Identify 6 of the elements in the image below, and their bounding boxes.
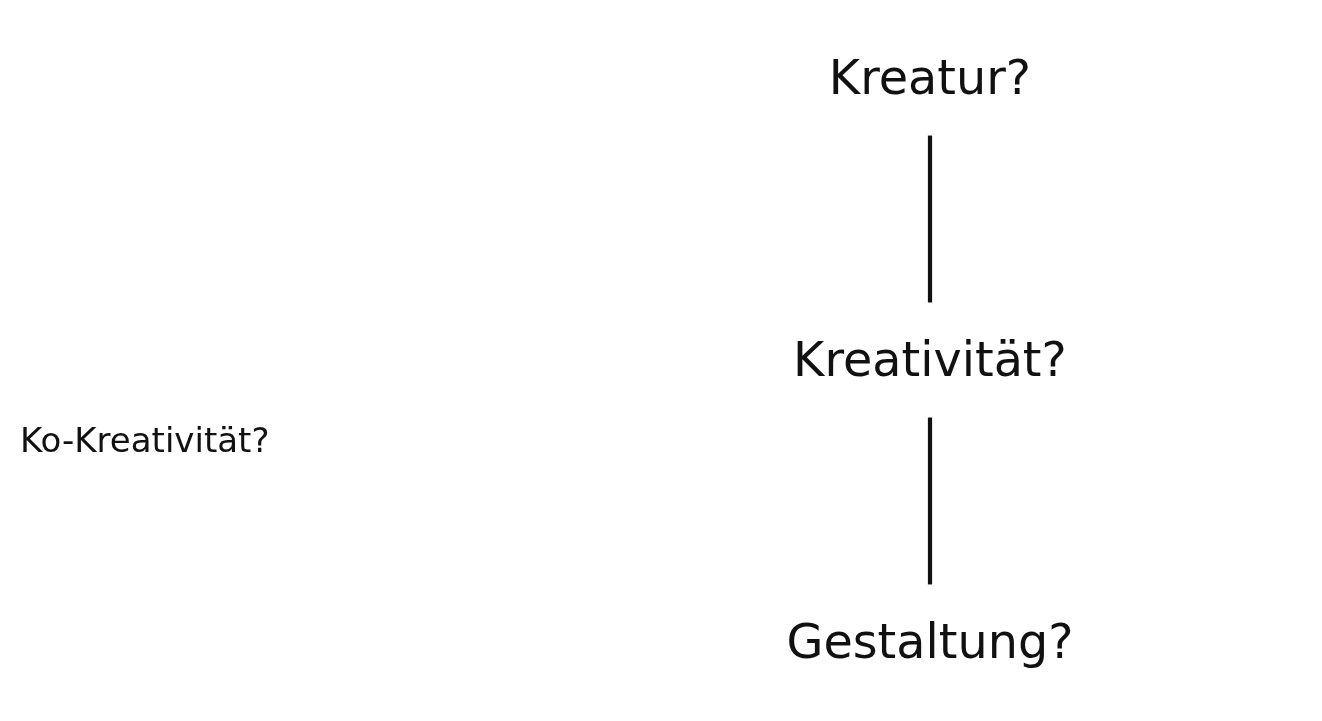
node-text: Kreatur? bbox=[828, 49, 1032, 106]
connector bbox=[927, 134, 933, 304]
node-text: Gestaltung? bbox=[786, 613, 1074, 670]
connector bbox=[927, 416, 933, 586]
note-text: Ko-Kreativität? bbox=[20, 420, 270, 460]
node-text: Kreativität? bbox=[793, 331, 1067, 388]
